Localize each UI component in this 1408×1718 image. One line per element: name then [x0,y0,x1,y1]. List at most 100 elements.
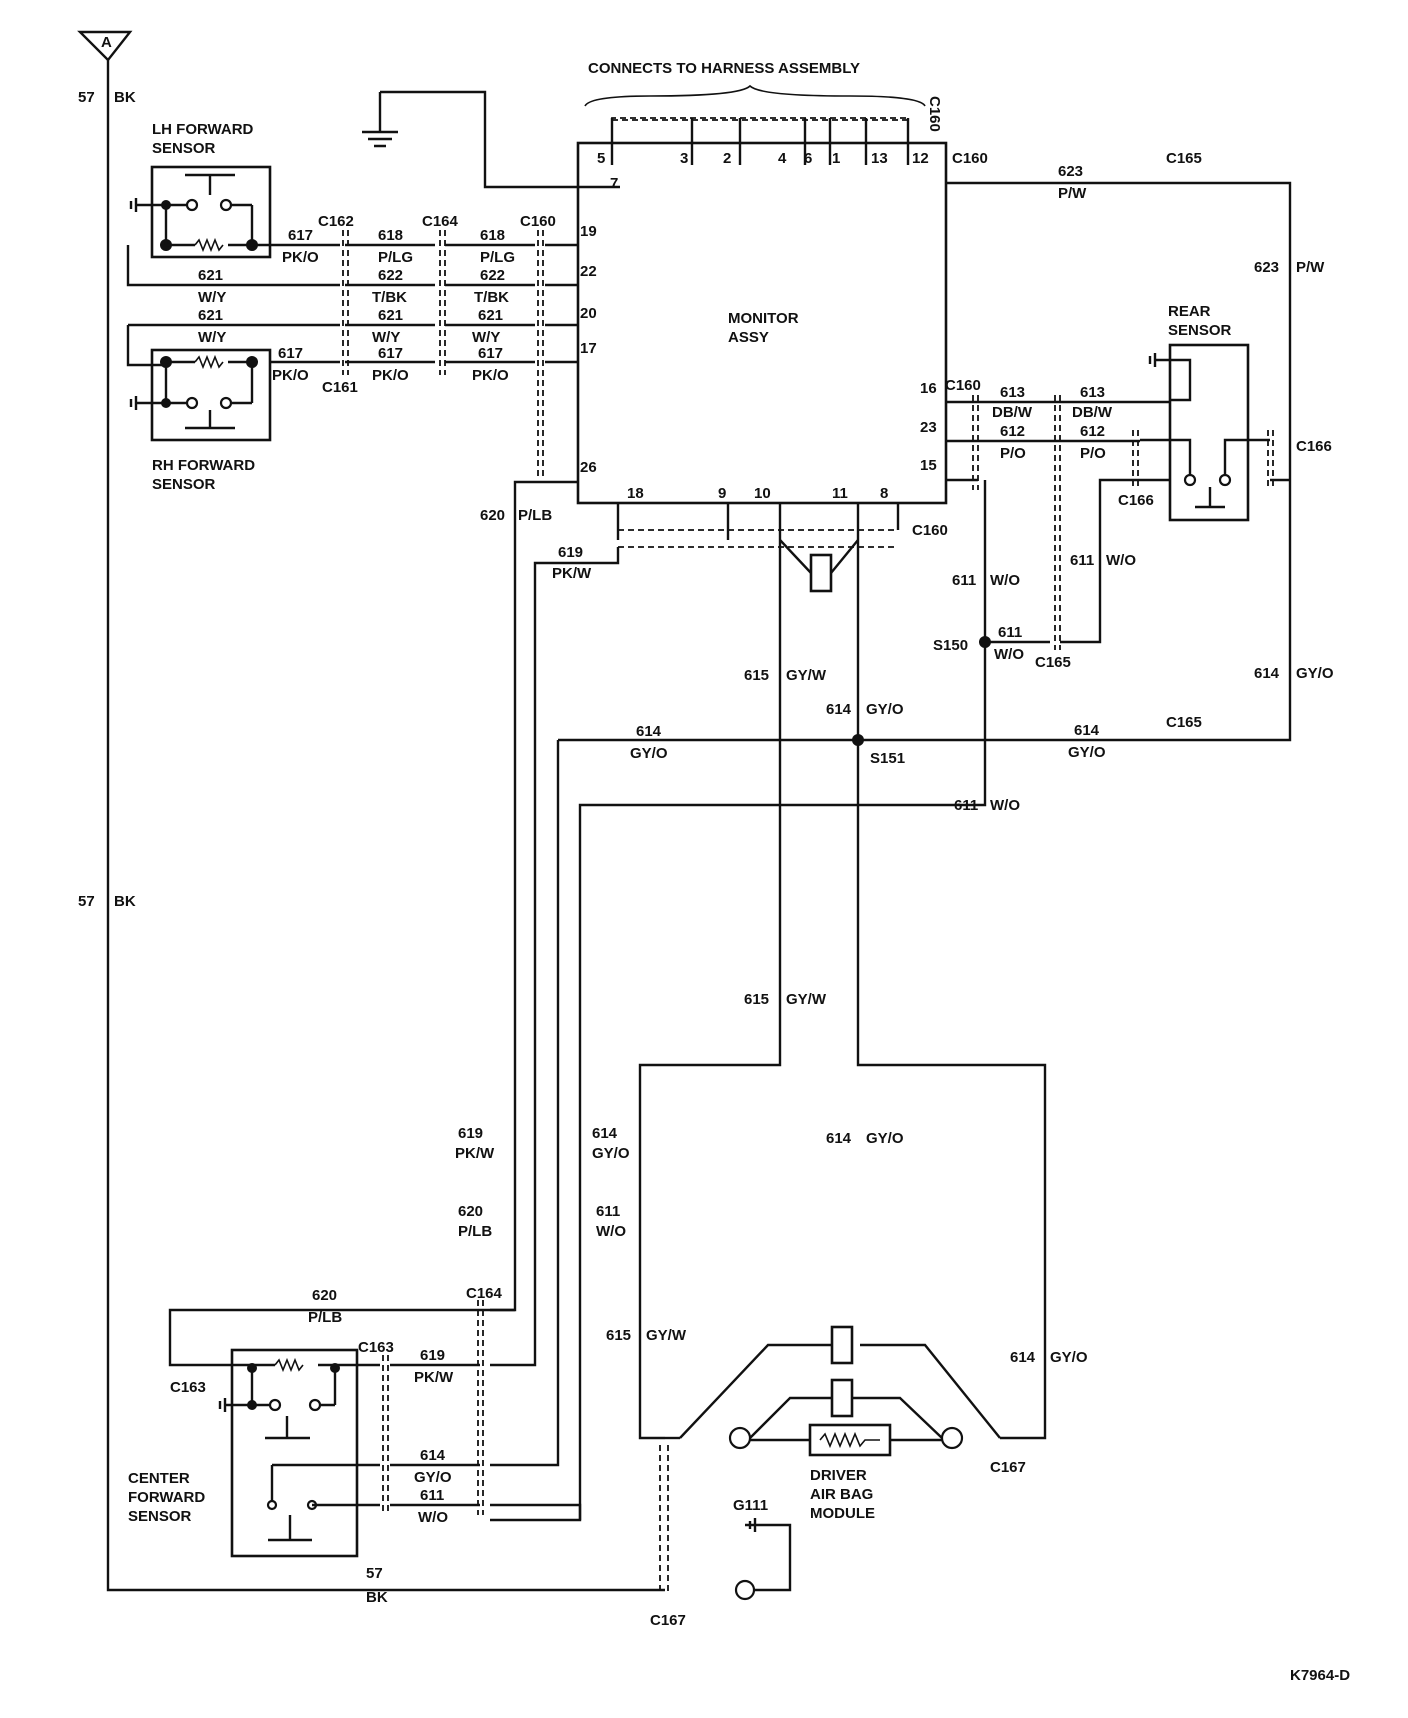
w612-b-c: P/O [1080,445,1106,462]
c160-top-label: C160 [926,96,943,132]
pin-10: 10 [754,485,771,502]
center-sensor-switch [195,1357,357,1542]
w613-b: 613 [1080,384,1105,401]
pin-4: 4 [778,150,787,167]
wire-57-color-bottom: BK [366,1589,388,1606]
w618-c: 621 [378,307,403,324]
monitor-assy-box [576,141,948,505]
w618-b-c: W/Y [198,329,226,346]
pin-13: 13 [871,150,888,167]
w617-c-c: PK/O [372,367,409,384]
w611-b-c: W/O [1106,552,1136,569]
w621-a-c: P/LG [378,249,413,266]
w618-d: 621 [478,307,503,324]
w617-b: 617 [278,345,303,362]
chassis-ground-icon [362,90,620,189]
c166-left-label: C166 [1118,492,1154,509]
w614-a-c: GY/O [866,701,904,718]
w621-b-c: P/LG [480,249,515,266]
pin-15: 15 [920,457,937,474]
w622-a: 622 [378,267,403,284]
pin-22: 22 [580,263,597,280]
w611-d-c: W/O [990,797,1020,814]
center-forward-sensor-box [230,1348,359,1558]
w614-f: 614 [1010,1349,1036,1366]
w617-b-c: PK/O [272,367,309,384]
w623-b-c: P/W [1296,259,1325,276]
harness-title: CONNECTS TO HARNESS ASSEMBLY [588,60,860,77]
w622-a-c: T/BK [372,289,407,306]
pin-1: 1 [832,150,840,167]
rear-sensor-box [1168,343,1250,522]
w613-b-c: DB/W [1072,404,1113,421]
c164-bottom-label: C164 [466,1285,503,1302]
w614-g-c: GY/O [592,1145,630,1162]
wire-620 [168,480,578,1367]
w613-a-c: DB/W [992,404,1033,421]
pin-8: 8 [880,485,888,502]
monitor-bottom-wires [616,503,900,593]
w620-a-c: P/LB [518,507,552,524]
w614-c: 614 [1074,722,1100,739]
w614-h: 614 [420,1447,446,1464]
offpage-connector-a: A [77,30,133,62]
w618-c-c: W/Y [372,329,400,346]
w614-f-c: GY/O [1050,1349,1088,1366]
offpage-connector-label: A [101,34,112,51]
wire-57-bk [106,60,665,1592]
w614-g: 614 [592,1125,618,1142]
pin-2: 2 [723,150,731,167]
pin-5: 5 [597,150,605,167]
c160-left-label: C160 [520,213,556,230]
c167-right-label: C167 [990,1459,1026,1476]
c160-right-top-label: C160 [952,150,988,167]
wire-614-cross [490,738,1200,1467]
w611-e: 611 [596,1203,620,1220]
w612-a-c: P/O [1000,445,1026,462]
w619-c: 619 [420,1347,445,1364]
s150-label: S150 [933,637,968,654]
w615-a: 615 [744,667,769,684]
w611-b: 611 [1070,552,1094,569]
pin-26: 26 [580,459,597,476]
w614-h-c: GY/O [414,1469,452,1486]
w620-b: 620 [458,1203,483,1220]
w622-b: 622 [480,267,505,284]
w613-a: 613 [1000,384,1025,401]
w622-b-c: T/BK [474,289,509,306]
w611-e-c: W/O [596,1223,626,1240]
w611-c: 611 [998,624,1022,641]
wire-57-color-top: BK [114,89,136,106]
pin-9: 9 [718,485,726,502]
rear-sensor-wires [946,395,1290,650]
w623-a-c: P/W [1058,185,1087,202]
s151-label: S151 [870,750,905,767]
w614-d-c: GY/O [1296,665,1334,682]
c165-top-label: C165 [1166,150,1202,167]
rh-sensor-switch [129,354,258,430]
w611-c-c: W/O [994,646,1024,663]
c160-bottom-label: C160 [912,522,948,539]
w623-a: 623 [1058,163,1083,180]
c165-lower-label: C165 [1166,714,1202,731]
w611-a: 611 [952,572,976,589]
c163-right-label: C163 [358,1339,394,1356]
c162-label: C162 [318,213,354,230]
c165-mid-label: C165 [1035,654,1071,671]
w621-a: 618 [378,227,403,244]
wire-615 [638,540,782,1440]
w619-a: 619 [558,544,583,561]
w619-b-c: PK/W [455,1145,495,1162]
pin-7: 7 [610,175,618,192]
wire-614 [856,540,1047,1440]
s150-splice [979,636,991,648]
c160-right-mid-label: C160 [945,377,981,394]
monitor-top-pins [610,117,910,165]
w611-d: 611 [954,797,978,814]
c167-bottom-label: C167 [650,1612,686,1629]
pin-17: 17 [580,340,597,357]
pin-20: 20 [580,305,597,322]
